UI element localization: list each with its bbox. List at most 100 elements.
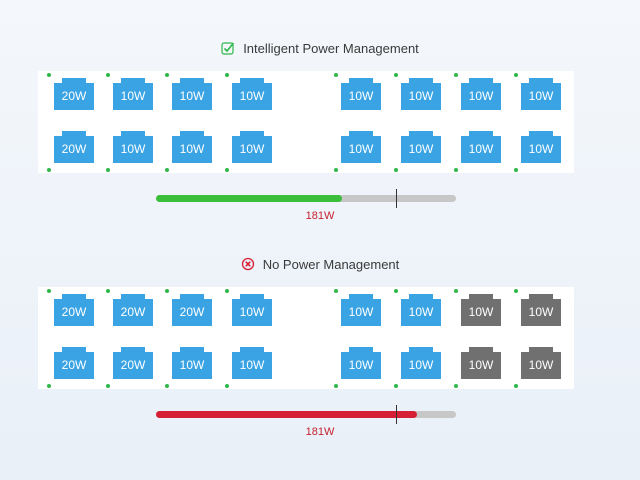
port-left-top-4: 10W	[226, 290, 278, 330]
port-right-bottom-3: 10W	[455, 127, 507, 167]
port-right-top-3: 10W	[455, 74, 507, 114]
port-indicator-dot	[225, 168, 229, 172]
port-indicator-dot	[47, 289, 51, 293]
port-wattage-label: 10W	[239, 142, 265, 156]
port-indicator-dot	[394, 168, 398, 172]
port-wattage-label: 10W	[468, 142, 494, 156]
port-wattage-label: 10W	[348, 358, 374, 372]
port-indicator-dot	[454, 384, 458, 388]
port-wattage-label: 10W	[408, 305, 434, 319]
port-wattage-label: 10W	[528, 142, 554, 156]
port-right-bottom-1: 10W	[335, 127, 387, 167]
port-indicator-dot	[165, 168, 169, 172]
port-right-top-4: 10W	[515, 74, 567, 114]
port-indicator-dot	[106, 168, 110, 172]
port-indicator-dot	[514, 73, 518, 77]
port-indicator-dot	[225, 384, 229, 388]
port-wattage-label: 10W	[468, 89, 494, 103]
port-panel: 20W 20W 20W 10W 20W 20W 10W 10W 10W 10W 10W 10W 10W 1…	[38, 287, 574, 389]
port-right-top-1: 10W	[335, 290, 387, 330]
power-bar	[156, 405, 456, 424]
port-wattage-label: 10W	[120, 89, 146, 103]
port-left-top-2: 10W	[107, 74, 159, 114]
port-right-top-3: 10W	[455, 290, 507, 330]
port-wattage-label: 20W	[61, 305, 87, 319]
port-indicator-dot	[334, 73, 338, 77]
port-left-top-2: 20W	[107, 290, 159, 330]
port-wattage-label: 10W	[408, 142, 434, 156]
port-left-bottom-1: 20W	[48, 127, 100, 167]
port-wattage-label: 10W	[348, 142, 374, 156]
port-indicator-dot	[454, 73, 458, 77]
power-bar-fill	[156, 195, 342, 202]
port-left-top-1: 20W	[48, 290, 100, 330]
port-left-bottom-4: 10W	[226, 127, 278, 167]
port-wattage-label: 10W	[468, 358, 494, 372]
port-indicator-dot	[165, 289, 169, 293]
port-left-bottom-2: 10W	[107, 127, 159, 167]
port-left-bottom-4: 10W	[226, 343, 278, 383]
port-indicator-dot	[106, 384, 110, 388]
port-right-top-2: 10W	[395, 290, 447, 330]
port-indicator-dot	[514, 289, 518, 293]
power-bar-fill	[156, 411, 417, 418]
port-wattage-label: 10W	[239, 305, 265, 319]
section-title-row: Intelligent Power Management	[0, 36, 640, 60]
port-indicator-dot	[106, 289, 110, 293]
power-bar	[156, 189, 456, 208]
power-value: 181W	[305, 210, 335, 222]
port-wattage-label: 10W	[239, 358, 265, 372]
power-bar-marker	[396, 189, 397, 208]
port-wattage-label: 20W	[120, 305, 146, 319]
port-wattage-label: 20W	[61, 89, 87, 103]
port-wattage-label: 20W	[61, 142, 87, 156]
port-indicator-dot	[394, 73, 398, 77]
port-right-bottom-2: 10W	[395, 343, 447, 383]
port-indicator-dot	[394, 289, 398, 293]
port-indicator-dot	[454, 289, 458, 293]
port-wattage-label: 10W	[239, 89, 265, 103]
port-wattage-label: 10W	[468, 305, 494, 319]
port-wattage-label: 10W	[408, 358, 434, 372]
port-right-top-1: 10W	[335, 74, 387, 114]
port-wattage-label: 10W	[179, 142, 205, 156]
port-indicator-dot	[514, 384, 518, 388]
port-indicator-dot	[334, 168, 338, 172]
port-indicator-dot	[394, 384, 398, 388]
port-indicator-dot	[165, 384, 169, 388]
port-left-top-3: 10W	[166, 74, 218, 114]
port-right-top-4: 10W	[515, 290, 567, 330]
port-left-bottom-2: 20W	[107, 343, 159, 383]
power-bar-marker	[396, 405, 397, 424]
port-wattage-label: 20W	[120, 358, 146, 372]
section-title-row: No Power Management	[0, 252, 640, 276]
port-indicator-dot	[47, 168, 51, 172]
port-wattage-label: 10W	[528, 358, 554, 372]
port-right-bottom-4: 10W	[515, 343, 567, 383]
port-wattage-label: 10W	[528, 305, 554, 319]
port-wattage-label: 10W	[179, 358, 205, 372]
section-intelligent-power: Intelligent Power Management 20W 10W 10W 10…	[0, 36, 640, 222]
port-left-bottom-3: 10W	[166, 127, 218, 167]
port-right-top-2: 10W	[395, 74, 447, 114]
port-indicator-dot	[225, 73, 229, 77]
port-right-bottom-1: 10W	[335, 343, 387, 383]
port-indicator-dot	[225, 289, 229, 293]
section-no-power-management: No Power Management 20W 20W 20W 10W 20W 20W 10…	[0, 252, 640, 438]
power-value: 181W	[305, 426, 335, 438]
cross-icon	[241, 257, 255, 271]
port-left-bottom-1: 20W	[48, 343, 100, 383]
port-left-top-4: 10W	[226, 74, 278, 114]
port-wattage-label: 20W	[179, 305, 205, 319]
port-indicator-dot	[334, 289, 338, 293]
port-indicator-dot	[165, 73, 169, 77]
port-wattage-label: 10W	[120, 142, 146, 156]
port-right-bottom-2: 10W	[395, 127, 447, 167]
port-wattage-label: 10W	[408, 89, 434, 103]
port-indicator-dot	[47, 73, 51, 77]
port-left-top-3: 20W	[166, 290, 218, 330]
port-indicator-dot	[334, 384, 338, 388]
section-title: Intelligent Power Management	[243, 40, 419, 56]
check-icon	[221, 41, 235, 55]
port-right-bottom-3: 10W	[455, 343, 507, 383]
